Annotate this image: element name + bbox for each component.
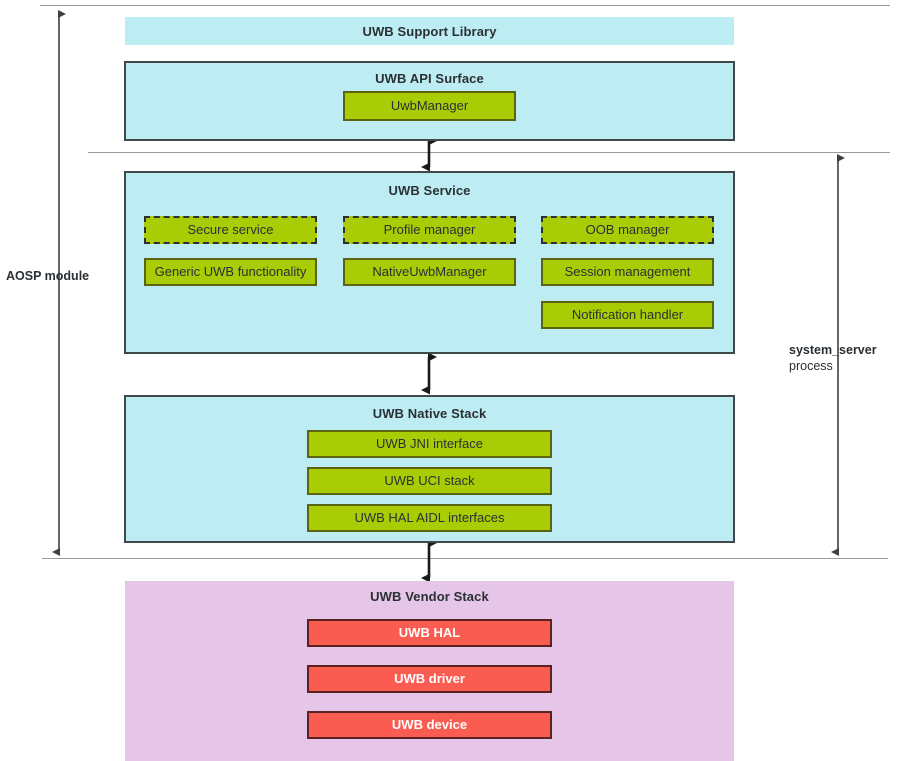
box-generic-uwb-functionality-label: Generic UWB functionality — [154, 263, 307, 279]
label-system-server-line1: system_server — [789, 343, 877, 357]
box-uwb-hal[interactable]: UWB HAL — [307, 619, 552, 647]
box-uwb-manager-label: UwbManager — [390, 97, 469, 113]
box-notification-handler-label: Notification handler — [571, 306, 684, 322]
box-uwb-hal-aidl-interfaces[interactable]: UWB HAL AIDL interfaces — [307, 504, 552, 532]
box-uwb-device-label: UWB device — [391, 716, 468, 732]
box-profile-manager-label: Profile manager — [383, 221, 476, 237]
label-aosp-module-text: AOSP module — [6, 269, 90, 283]
box-uwb-driver-label: UWB driver — [394, 670, 465, 686]
box-uwb-jni-interface-label: UWB JNI interface — [376, 435, 483, 451]
box-session-management[interactable]: Session management — [541, 258, 714, 286]
box-secure-service[interactable]: Secure service — [144, 216, 317, 244]
box-oob-manager[interactable]: OOB manager — [541, 216, 714, 244]
box-uwb-uci-stack[interactable]: UWB UCI stack — [307, 467, 552, 495]
box-native-uwb-manager-label: NativeUwbManager — [372, 263, 487, 279]
separator-line-aosp-bottom — [42, 558, 888, 559]
box-uwb-hal-label: UWB HAL — [398, 624, 461, 640]
box-profile-manager[interactable]: Profile manager — [343, 216, 516, 244]
box-uwb-uci-stack-label: UWB UCI stack — [384, 472, 475, 488]
layer-uwb-service-title: UWB Service — [388, 183, 471, 198]
box-session-management-label: Session management — [564, 263, 691, 279]
box-secure-service-label: Secure service — [187, 221, 274, 237]
box-uwb-device[interactable]: UWB device — [307, 711, 552, 739]
label-system-server-line2: process — [789, 358, 833, 373]
box-uwb-driver[interactable]: UWB driver — [307, 665, 552, 693]
separator-line-top — [40, 5, 890, 6]
box-oob-manager-label: OOB manager — [585, 221, 670, 237]
box-native-uwb-manager[interactable]: NativeUwbManager — [343, 258, 516, 286]
layer-support-library-title: UWB Support Library — [362, 24, 497, 39]
layer-vendor-stack-title: UWB Vendor Stack — [370, 589, 489, 604]
label-system-server: system_server process — [789, 343, 877, 374]
box-uwb-hal-aidl-interfaces-label: UWB HAL AIDL interfaces — [354, 509, 505, 525]
layer-support-library: UWB Support Library — [125, 17, 734, 45]
separator-line-api-service — [88, 152, 890, 153]
layer-api-surface-title: UWB API Surface — [375, 71, 484, 86]
box-generic-uwb-functionality[interactable]: Generic UWB functionality — [144, 258, 317, 286]
box-notification-handler[interactable]: Notification handler — [541, 301, 714, 329]
layer-native-stack-title: UWB Native Stack — [372, 406, 487, 421]
box-uwb-manager[interactable]: UwbManager — [343, 91, 516, 121]
label-aosp-module: AOSP module — [6, 269, 89, 285]
box-uwb-jni-interface[interactable]: UWB JNI interface — [307, 430, 552, 458]
